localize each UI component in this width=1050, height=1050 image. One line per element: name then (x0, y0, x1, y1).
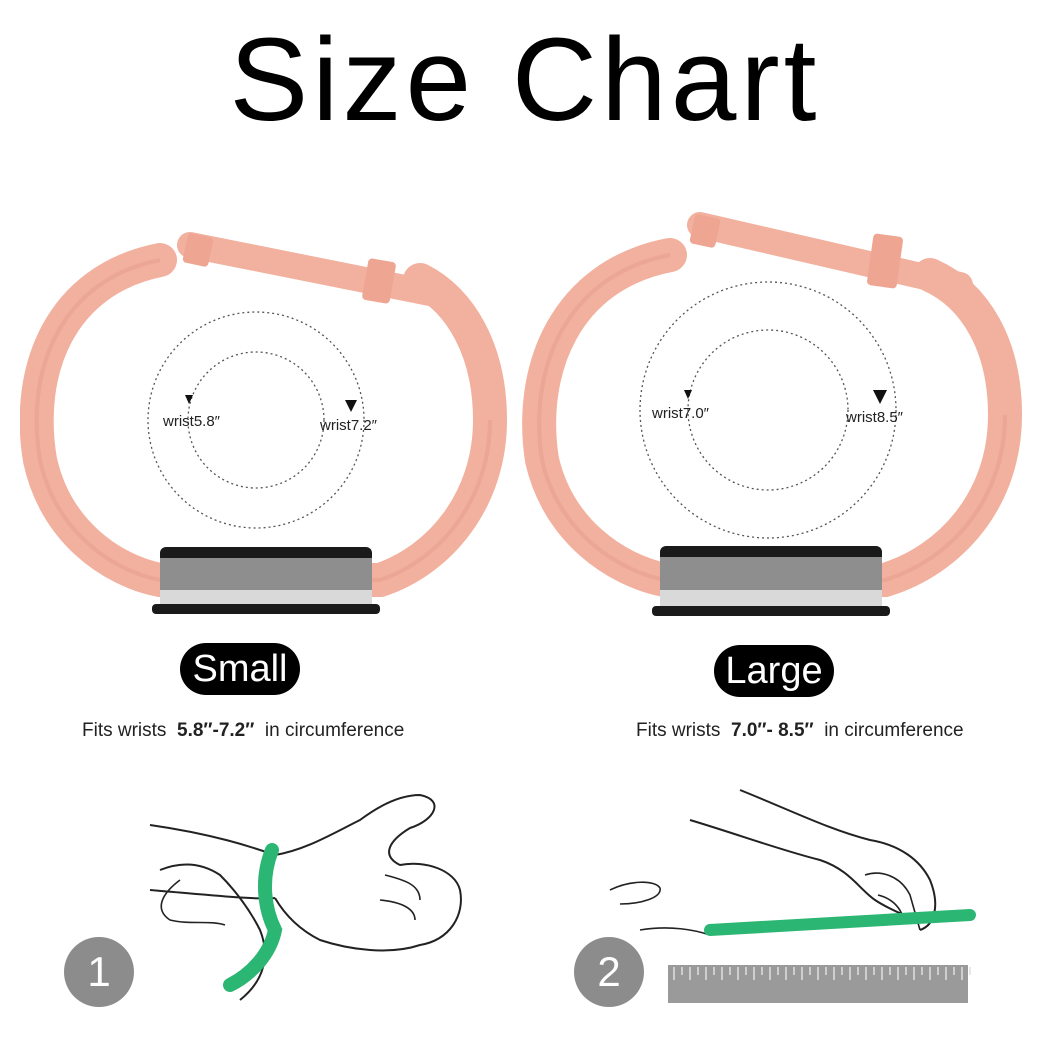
small-size-badge: Small (180, 643, 300, 695)
small-band-illustration (20, 232, 508, 614)
large-fits-suffix: in circumference (824, 720, 964, 741)
large-wrist-min-label: wrist7.0″ (652, 405, 709, 422)
step2-number: 2 (597, 948, 621, 995)
page-title: Size Chart (229, 14, 821, 146)
large-wrist-max-label: wrist8.5″ (846, 409, 903, 426)
small-wrist-min-label: wrist5.8″ (163, 413, 220, 430)
step2-ruler-illustration (609, 789, 976, 1003)
step1-number-badge: 1 (64, 937, 134, 1007)
step2-number-badge: 2 (574, 937, 644, 1007)
large-fits-text: Fits wrists 7.0″- 8.5″ in circumference (636, 720, 964, 742)
step1-number: 1 (87, 948, 111, 995)
step1-measure-wrist-illustration (149, 793, 462, 1001)
large-fits-range: 7.0″- 8.5″ (731, 720, 814, 741)
large-size-badge: Large (714, 645, 834, 697)
large-fits-prefix: Fits wrists (636, 720, 721, 741)
small-wrist-max-label: wrist7.2″ (320, 417, 377, 434)
small-fits-text: Fits wrists 5.8″-7.2″ in circumference (82, 720, 404, 742)
small-fits-suffix: in circumference (264, 720, 405, 741)
small-fits-range: 5.8″-7.2″ (177, 720, 255, 741)
large-band-illustration (522, 212, 1023, 616)
small-fits-prefix: Fits wrists (82, 720, 167, 741)
